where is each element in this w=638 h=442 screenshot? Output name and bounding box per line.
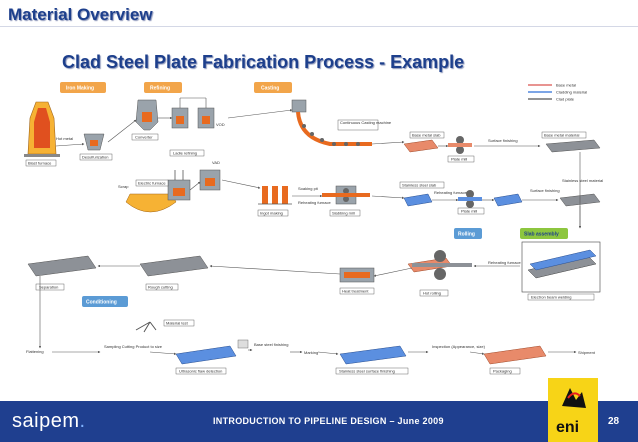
- diagram-title: Clad Steel Plate Fabrication Process - E…: [62, 52, 465, 72]
- flow-arrows-bottom: [52, 348, 577, 356]
- label-sampling: Sampling Cutting Product to size: [104, 344, 163, 349]
- legend: Base metal Cladding material Clad plate: [528, 83, 587, 102]
- process-flow-diagram: Iron Making Refining Casting Base metal …: [24, 82, 603, 375]
- label-hot-rolling: Hot rolling: [423, 291, 441, 296]
- ingot-making-icon: [258, 186, 292, 205]
- svg-text:Conditioning: Conditioning: [86, 300, 117, 306]
- page-number: 28: [608, 416, 620, 427]
- label-base-steel-finishing: Base steel finishing: [254, 342, 288, 347]
- label-vad: VAD: [212, 160, 220, 165]
- label-separation: Separation: [39, 285, 58, 290]
- label-electric-furnace: Electric furnace: [138, 181, 166, 186]
- label-plate-mill: Plate mill: [451, 157, 467, 162]
- vad-icon: [199, 169, 221, 191]
- label-scrap: Scrap: [118, 184, 129, 189]
- svg-text:Slab assembly: Slab assembly: [524, 232, 559, 238]
- saipem-logo: saipem.: [12, 410, 86, 432]
- electric-furnace-icon: [167, 170, 191, 201]
- blast-furnace-icon: [24, 101, 60, 157]
- flow-arrows-middle: [38, 264, 520, 349]
- svg-text:Rolling: Rolling: [458, 232, 475, 238]
- label-stainless-steel-material: Stainless steel material: [562, 178, 603, 183]
- label-ingot-making: Ingot making: [260, 211, 283, 216]
- label-surface-finishing-2: Surface finishing: [530, 188, 560, 193]
- section-header-rolling: Rolling: [454, 228, 482, 239]
- label-continuous-casting: Continuous Casting machine: [340, 120, 392, 125]
- label-heat-treatment: Heat treatment: [342, 289, 369, 294]
- label-desulfurization: Desulfurization: [82, 155, 108, 160]
- title-divider: [0, 26, 638, 27]
- heat-treatment-icon: [339, 267, 375, 283]
- section-header-slab-assembly: Slab assembly: [520, 228, 568, 239]
- legend-base-metal-label: Base metal: [556, 83, 576, 88]
- plate-mill-icon: [448, 136, 472, 154]
- section-header-casting: Casting: [254, 82, 292, 93]
- separation-plate-icon: [27, 255, 97, 277]
- material-test-icon: [135, 321, 157, 333]
- continuous-casting-icon: [291, 99, 372, 146]
- desulfurization-icon: [83, 133, 105, 151]
- base-metal-slab-icon: [403, 139, 439, 153]
- section-header-refining: Refining: [144, 82, 182, 93]
- label-base-metal-slab: Base metal slab: [412, 133, 441, 138]
- svg-text:Iron Making: Iron Making: [66, 86, 94, 92]
- footer-presentation-title: INTRODUCTION TO PIPELINE DESIGN – June 2…: [213, 416, 444, 426]
- label-vod: VOD: [216, 122, 225, 127]
- label-reheating-furnace-2: Reheating furnace: [434, 190, 467, 195]
- svg-text:Refining: Refining: [150, 86, 170, 92]
- label-surface-finishing: Surface finishing: [488, 138, 518, 143]
- legend-cladding-label: Cladding material: [556, 90, 587, 95]
- electron-beam-welding-panel: [521, 241, 601, 293]
- converter-icon: [135, 99, 159, 131]
- label-reheating-furnace-3: Reheating furnace: [488, 260, 521, 265]
- label-material-test: Material test: [166, 321, 189, 326]
- svg-text:Casting: Casting: [261, 86, 279, 92]
- hot-rolling-icon: [407, 250, 472, 280]
- flow-arrows-routes: [432, 144, 582, 229]
- label-blast-furnace: Blast furnace: [28, 161, 52, 166]
- stainless-plate-mill-icon: [458, 190, 482, 208]
- stainless-sheet-icon: [493, 193, 523, 207]
- section-header-conditioning: Conditioning: [82, 296, 128, 307]
- label-inspection: Inspection (Appearance, size): [432, 344, 486, 349]
- footer-bar: saipem. INTRODUCTION TO PIPELINE DESIGN …: [0, 401, 638, 442]
- label-shipment: Shipment: [578, 350, 596, 355]
- label-ultrasonic-flaw-detection: Ultrasonic flaw detection: [179, 369, 222, 374]
- label-slabbing-mill: Slabbing mill: [332, 211, 355, 216]
- legend-clad-plate-label: Clad plate: [556, 97, 575, 102]
- label-stainless-steel-surface-finishing: Stainless steel surface finishing: [339, 369, 395, 374]
- label-reheating-furnace: Reheating furnace: [298, 200, 331, 205]
- label-stainless-steel-slab: Stainless steel slab: [402, 183, 437, 188]
- slide-title: Material Overview: [8, 5, 153, 24]
- eni-logo: eni: [548, 378, 598, 442]
- ladle-refining-icon: [171, 97, 215, 129]
- label-base-metal-material: Base metal material: [544, 133, 579, 138]
- flow-arrows-top: [55, 109, 405, 200]
- label-flattening: Flattening: [26, 349, 44, 354]
- base-metal-plate-icon: [545, 139, 601, 153]
- label-packaging: Packaging: [493, 369, 512, 374]
- label-converter: Converter: [135, 135, 153, 140]
- section-header-iron-making: Iron Making: [60, 82, 106, 93]
- rough-cutting-plate-icon: [139, 255, 209, 277]
- label-hot-metal: Hot metal: [56, 136, 73, 141]
- label-soaking-pit: Soaking pit: [298, 186, 319, 191]
- ultrasonic-plate-icon: [175, 339, 249, 365]
- stainless-slab-icon: [403, 193, 433, 207]
- label-electron-beam-welding: Electron beam welding: [531, 295, 571, 300]
- label-plate-mill-2: Plate mill: [461, 209, 477, 214]
- stainless-surface-plate-icon: [339, 345, 407, 365]
- label-ladle-refining: Ladle refining: [173, 151, 197, 156]
- packaging-plate-icon: [483, 345, 547, 365]
- svg-text:eni: eni: [556, 419, 579, 436]
- label-rough-cutting: Rough cutting: [148, 285, 173, 290]
- label-marking: Marking: [304, 350, 318, 355]
- slabbing-mill-icon: [322, 185, 370, 205]
